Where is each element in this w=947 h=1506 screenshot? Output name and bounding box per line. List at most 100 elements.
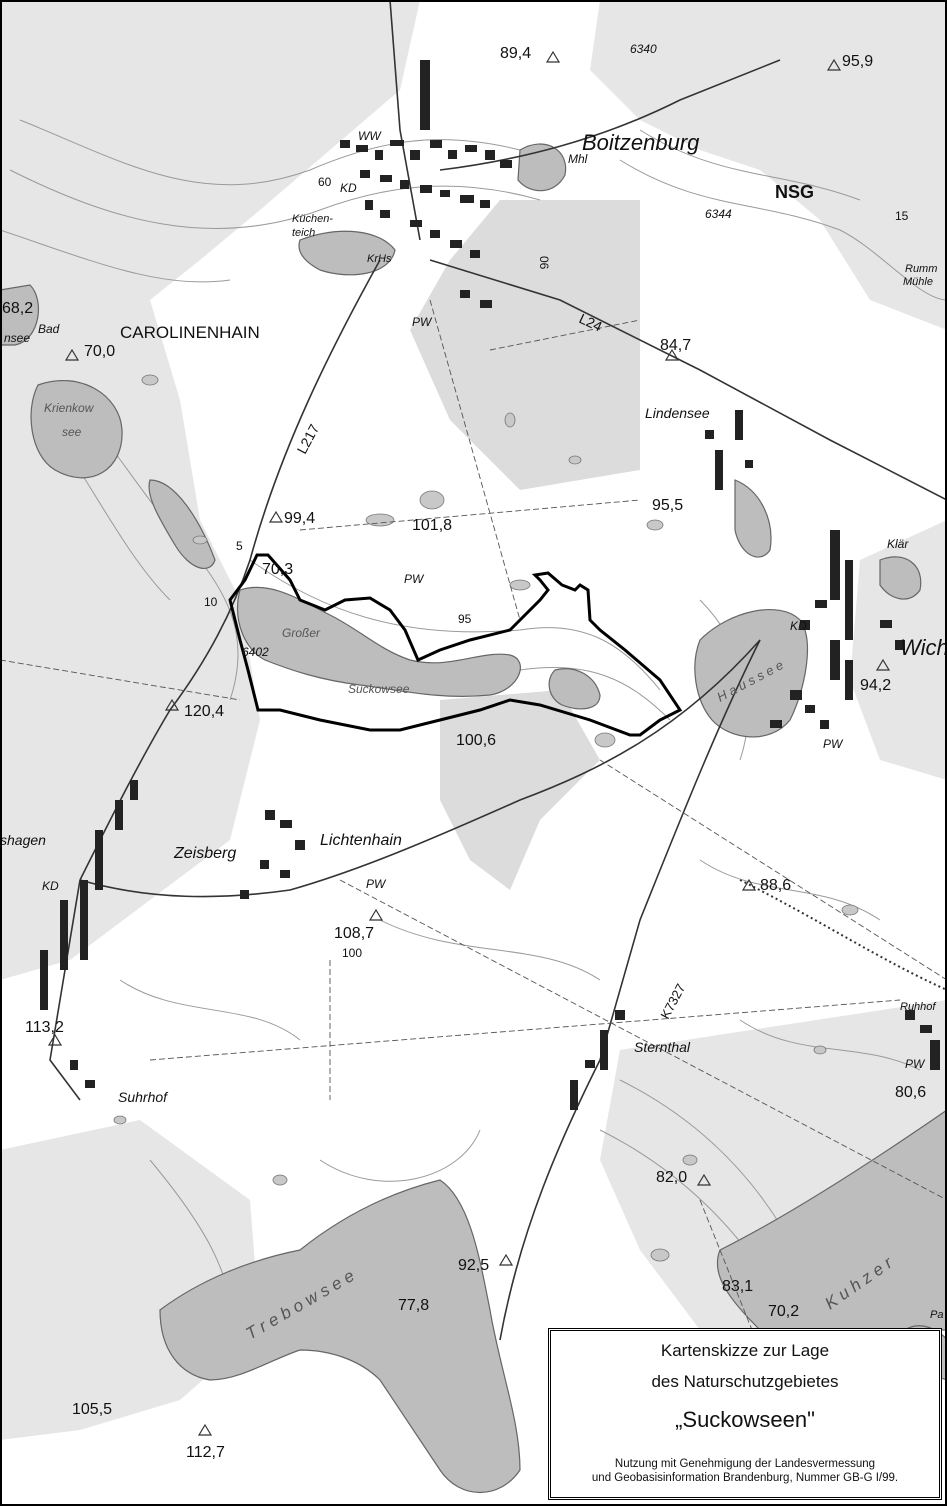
- label-6344: 6344: [705, 207, 732, 221]
- label-pw-2: PW: [404, 572, 425, 586]
- elev-70-3: 70,3: [262, 561, 293, 578]
- label-ruhhof: Ruhhof: [900, 1001, 936, 1013]
- label-krhs: KrHs: [367, 253, 392, 265]
- label-kuchenteich-2: teich: [292, 227, 315, 239]
- label-pw-4: PW: [366, 877, 387, 891]
- label-klar: Klär: [887, 537, 909, 551]
- elev-113-2: 113,2: [25, 1019, 64, 1036]
- elev-68-2: 68,2: [2, 300, 33, 317]
- lake-right-klar: [879, 556, 922, 600]
- settlements: [40, 60, 940, 1110]
- label-nsg: NSG: [775, 182, 814, 202]
- road-north: [389, 0, 421, 241]
- label-lichtenhain: Lichtenhain: [320, 832, 402, 849]
- contour-10: 10: [204, 595, 218, 609]
- label-rumm: Rumm: [905, 263, 937, 275]
- legend-line-2: des Naturschutzgebietes: [651, 1372, 839, 1391]
- road-lichtenhain: [79, 639, 761, 898]
- road-sternthal: [499, 1059, 601, 1341]
- legend-title: „Suckowseen": [675, 1407, 815, 1432]
- small-lake-2: [734, 479, 772, 558]
- legend-copyright-2: und Geobasisinformation Brandenburg, Num…: [591, 1472, 899, 1484]
- road-suhrhof: [49, 879, 81, 1101]
- elev-95-9: 95,9: [842, 53, 873, 70]
- elev-101-8: 101,8: [412, 517, 452, 534]
- elev-108-7: 108,7: [334, 925, 374, 942]
- label-suhrhof: Suhrhof: [118, 1089, 169, 1105]
- boitzenburg-lake: [517, 143, 567, 192]
- contour-95: 95: [458, 612, 472, 626]
- label-kd-wich: KD: [790, 619, 807, 633]
- label-muhle: Mühle: [903, 276, 933, 288]
- elev-70-0: 70,0: [84, 343, 115, 360]
- label-sternthal: Sternthal: [634, 1039, 691, 1055]
- elev-100-6: 100,6: [456, 732, 496, 749]
- kuchenteich: [298, 230, 396, 276]
- elevation-markers: [47, 50, 891, 1436]
- elev-77-8: 77,8: [398, 1297, 429, 1314]
- elev-88-6: 88,6: [760, 877, 791, 894]
- minor-roads: [0, 299, 947, 1501]
- elev-82-0: 82,0: [656, 1169, 687, 1186]
- label-pw-5: PW: [905, 1057, 926, 1071]
- contour-labels: 60 5 10 95 100 06 15: [204, 175, 909, 960]
- label-kd-top: KD: [340, 181, 357, 195]
- label-nsee: nsee: [4, 331, 30, 345]
- label-6340: 6340: [630, 42, 657, 56]
- lake-carolinenhain-left: [0, 284, 39, 346]
- elev-89-4: 89,4: [500, 45, 531, 62]
- contour-90: 06: [537, 256, 551, 270]
- label-zeisberg: Zeisberg: [173, 845, 236, 862]
- legend-line-1: Kartenskizze zur Lage: [660, 1341, 830, 1360]
- elev-80-6: 80,6: [895, 1084, 926, 1101]
- contour-100: 100: [342, 946, 362, 960]
- label-mhl: Mhl: [568, 152, 588, 166]
- label-6402: 6402: [242, 645, 269, 659]
- label-kuchenteich-1: Küchen-: [292, 213, 333, 225]
- suckowsee-east: [548, 668, 601, 710]
- contour-60: 60: [318, 175, 332, 189]
- legend-copyright-1: Nutzung mit Genehmigung der Landesvermes…: [614, 1458, 876, 1470]
- label-boitzenburg: Boitzenburg: [582, 130, 700, 155]
- contour-15: 15: [895, 209, 909, 223]
- label-lindensee: Lindensee: [645, 405, 710, 421]
- road-l24: [429, 259, 947, 501]
- elev-83-1: 83,1: [722, 1278, 753, 1295]
- small-lake-1: [148, 479, 216, 569]
- roads: [49, 0, 947, 1341]
- elev-70-2: 70,2: [768, 1303, 799, 1320]
- map-legend-box: Kartenskizze zur Lage des Naturschutzgeb…: [548, 1328, 942, 1500]
- label-carolinenhain: CAROLINENHAIN: [120, 323, 260, 342]
- elev-105-5: 105,5: [72, 1401, 112, 1418]
- elevation-labels: 89,4 95,9 84,7 70,0 68,2 95,5 99,4 101,8…: [2, 45, 926, 1461]
- label-pa: Pa: [930, 1309, 943, 1321]
- label-shagen: shagen: [0, 832, 46, 848]
- label-pw-1: PW: [412, 315, 433, 329]
- label-pw-3: PW: [823, 737, 844, 751]
- contour-5: 5: [236, 539, 243, 553]
- label-bad: Bad: [38, 322, 60, 336]
- trebowsee: [159, 1179, 521, 1493]
- road-k7327: [599, 639, 761, 1061]
- elev-95-5: 95,5: [652, 497, 683, 514]
- label-krienkow-1: Krienkow: [44, 401, 95, 415]
- elev-94-2: 94,2: [860, 677, 891, 694]
- elev-84-7: 84,7: [660, 337, 691, 354]
- label-kd-left: KD: [42, 879, 59, 893]
- elev-120-4: 120,4: [184, 703, 224, 720]
- label-wich: Wich: [900, 635, 947, 660]
- kuhzer-see: [716, 1109, 947, 1331]
- lakes: [0, 143, 947, 1493]
- elev-92-5: 92,5: [458, 1257, 489, 1274]
- label-suckowsee: Suckowsee: [348, 682, 410, 696]
- nsg-boundary: [228, 553, 683, 737]
- krienkowsee: [30, 380, 123, 479]
- elev-112-7: 112,7: [186, 1444, 225, 1461]
- road-boitzenburg-east: [439, 59, 781, 171]
- haussee: [694, 609, 809, 738]
- label-grosser: Großer: [282, 626, 321, 640]
- label-ww: WW: [358, 129, 382, 143]
- elev-99-4: 99,4: [284, 510, 315, 527]
